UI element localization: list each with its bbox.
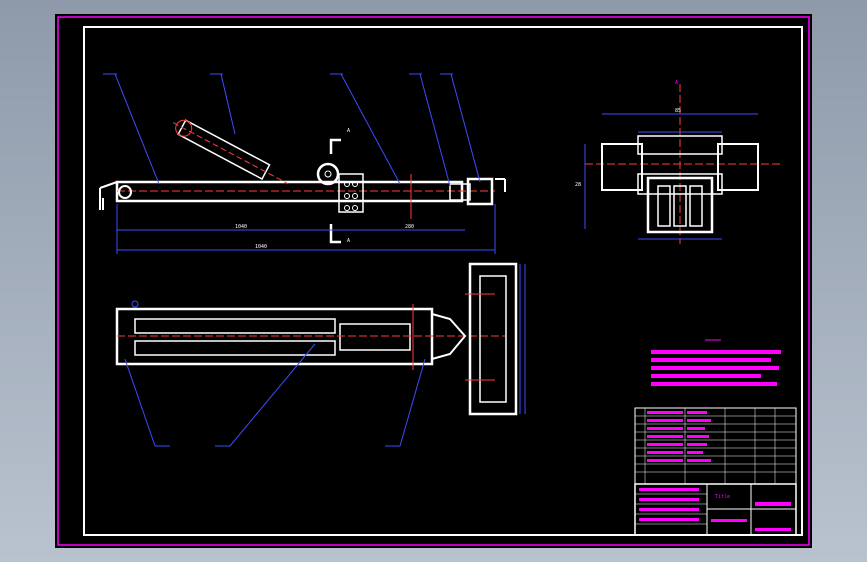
section-mark: A	[347, 128, 350, 134]
dimension-label: 1040	[235, 224, 247, 230]
dimension-label: 85	[675, 108, 681, 114]
top-view	[115, 262, 526, 447]
view-label: A	[675, 80, 678, 86]
dimension-label: 28	[575, 182, 581, 188]
parts-list	[634, 407, 797, 485]
front-view: 1040 280 1040 A A	[99, 73, 506, 254]
drawing-sheet: 1040 280 1040 A A A 85 28	[55, 14, 812, 548]
title-block: Title	[634, 483, 797, 536]
outer-frame	[57, 16, 810, 546]
section-mark: A	[347, 238, 350, 244]
dimension-label: 1040	[255, 244, 267, 250]
inner-frame	[83, 26, 803, 536]
side-view: A 85 28	[575, 80, 782, 244]
cad-drawing: 1040 280 1040 A A A 85 28	[57, 16, 810, 546]
technical-notes	[651, 339, 781, 386]
dimension-label: 280	[405, 224, 414, 230]
drawing-title: Title	[715, 494, 730, 500]
